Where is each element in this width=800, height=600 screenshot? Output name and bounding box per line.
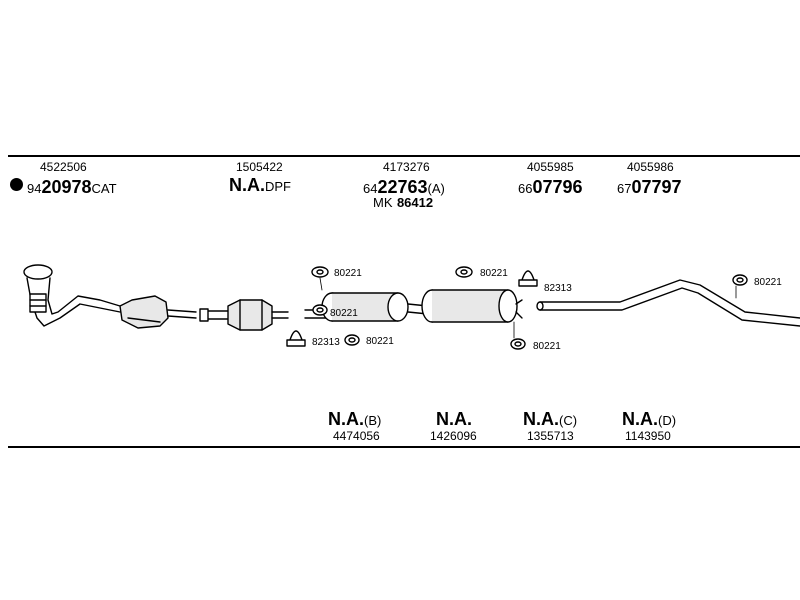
callout-clamp-1: 82313: [312, 337, 340, 348]
top-part-2-ref: 1505422: [236, 160, 283, 174]
clamp-icon[interactable]: [286, 330, 306, 347]
top-part-5-code: 6707797: [617, 177, 682, 197]
bottom-part-4-code: N.A.(D): [622, 409, 677, 429]
callout-hanger-5: 80221: [533, 341, 561, 352]
callout-hanger-3: 80221: [366, 336, 394, 347]
top-part-3-kit: MK 86412: [373, 195, 434, 210]
callout-hanger-6: 80221: [754, 277, 782, 288]
top-part-3-code: 6422763(A): [363, 177, 445, 197]
bottom-part-3-ref: 1355713: [527, 429, 574, 443]
bottom-part-2-code: N.A.: [436, 409, 472, 429]
hanger-rubber-icon[interactable]: [510, 338, 526, 350]
bottom-part-2-ref: 1426096: [430, 429, 477, 443]
hanger-rubber-icon[interactable]: [455, 266, 473, 278]
clamp-icon[interactable]: [518, 270, 538, 287]
top-part-4-code: 6607796: [518, 177, 583, 197]
tail-pipe-part[interactable]: [536, 279, 800, 327]
bottom-part-1-ref: 4474056: [333, 429, 380, 443]
callout-hanger-1: 80221: [334, 268, 362, 279]
callout-hanger-2: 80221: [330, 308, 358, 319]
hanger-rubber-icon[interactable]: [732, 274, 748, 286]
bottom-divider: [8, 446, 800, 448]
bottom-part-4-ref: 1143950: [625, 429, 671, 443]
hanger-rubber-icon[interactable]: [344, 334, 360, 346]
catalytic-converter-part[interactable]: [119, 295, 197, 329]
top-part-2-code: N.A.DPF: [229, 175, 291, 195]
dpf-part[interactable]: [199, 299, 289, 331]
top-part-3-ref: 4173276: [383, 160, 430, 174]
callout-hanger-4: 80221: [480, 268, 508, 279]
center-muffler-part[interactable]: [304, 292, 429, 322]
top-divider: [8, 155, 800, 157]
front-pipe-part[interactable]: [23, 264, 121, 327]
bottom-part-3-code: N.A.(C): [523, 409, 578, 429]
hanger-rubber-icon[interactable]: [312, 304, 328, 316]
top-part-1-ref: 4522506: [40, 160, 87, 174]
bottom-part-1-code: N.A.(B): [328, 409, 382, 429]
top-part-4-ref: 4055985: [527, 160, 574, 174]
callout-clamp-2: 82313: [544, 283, 572, 294]
rear-muffler-part[interactable]: [421, 289, 523, 323]
bullet-dot-icon: [10, 178, 23, 191]
hanger-rubber-icon[interactable]: [311, 266, 329, 278]
top-part-5-ref: 4055986: [627, 160, 674, 174]
top-part-1-code: 9420978CAT: [27, 177, 117, 197]
